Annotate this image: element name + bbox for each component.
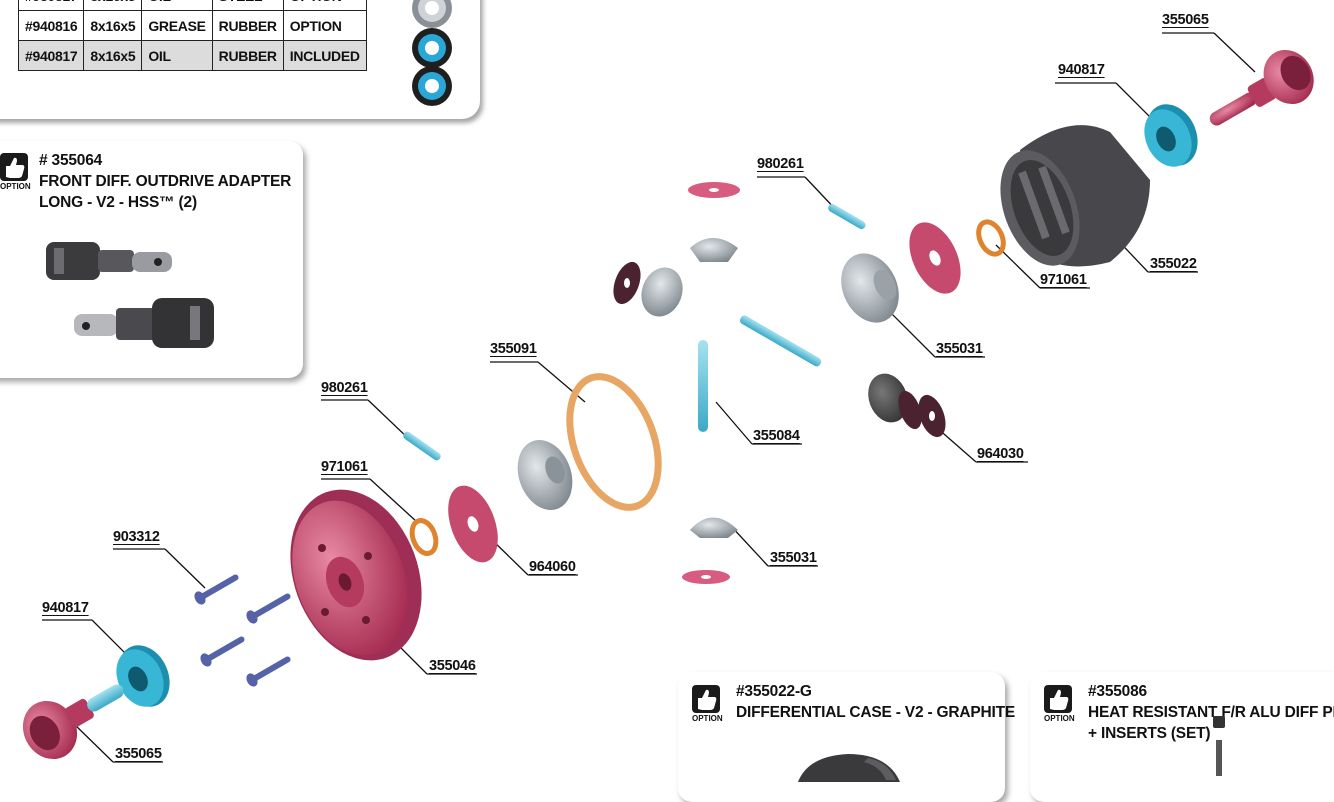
table-cell: OPTION (282, 10, 367, 41)
bearing-icons (412, 0, 452, 106)
steel-bearing-icon (412, 0, 452, 28)
outdrive-option-card: OPTION # 355064 FRONT DIFF. OUTDRIVE ADA… (0, 141, 303, 378)
leader-line (71, 721, 163, 763)
leader-line (757, 176, 839, 213)
rubber-bearing-icon (412, 66, 452, 106)
part-label: 355031 (770, 550, 817, 566)
thumbs-up-icon (692, 685, 720, 713)
leader-line (321, 478, 418, 523)
bearing-table: #930817 8x16x5 OIL STEEL OPTION #940816 … (17, 0, 367, 71)
part-label: 940817 (42, 600, 89, 616)
option-badge: OPTION (1044, 685, 1075, 723)
leader-line (715, 401, 802, 445)
leader-line (729, 524, 818, 567)
bolt (246, 656, 291, 687)
thumbs-up-icon (1044, 685, 1072, 713)
bolts (194, 574, 291, 687)
part-label: 980261 (757, 156, 804, 172)
leader-line (1055, 82, 1161, 128)
outdrive-card-text: # 355064 FRONT DIFF. OUTDRIVE ADAPTER LO… (39, 150, 291, 213)
washer-right-large (909, 222, 961, 294)
spur-gear (290, 489, 422, 661)
part-label: 971061 (1040, 272, 1087, 288)
bolt (194, 574, 239, 605)
part-label: 964060 (529, 559, 576, 575)
table-cell: OIL (141, 40, 213, 71)
part-label: 355065 (115, 746, 162, 762)
satellite-gear-bottom (690, 517, 738, 538)
leader-line (887, 309, 985, 358)
table-row: #940816 8x16x5 GREASE RUBBER OPTION (17, 10, 367, 41)
part-label: 964030 (977, 446, 1024, 462)
outdrive-adapter-upper (46, 242, 172, 280)
part-description: DIFFERENTIAL CASE - V2 - GRAPHITE (736, 704, 1016, 721)
part-description: + INSERTS (SET) (1088, 725, 1211, 742)
part-label: 940817 (1058, 62, 1105, 78)
bearing-bottom (116, 645, 170, 707)
diff-pin-card-text: #355086 HEAT RESISTANT F/R ALU DIFF PIN … (1088, 681, 1334, 744)
leader-line (42, 619, 133, 661)
part-number: #355086 (1088, 683, 1147, 700)
part-label: 355022 (1150, 256, 1197, 272)
bearing-top (1144, 104, 1198, 167)
pin-left (403, 431, 441, 461)
table-cell: #940817 (17, 40, 85, 71)
part-label: 355031 (936, 341, 983, 357)
satellite-gear-left (641, 267, 683, 317)
part-description: FRONT DIFF. OUTDRIVE ADAPTER (39, 173, 292, 190)
option-badge: OPTION (0, 153, 31, 191)
part-description: LONG - V2 - HSS™ (2) (39, 194, 197, 211)
outdrive-cup-top (1209, 49, 1314, 126)
part-label: 355091 (490, 341, 537, 357)
satellite-gear-top (690, 238, 738, 262)
part-label: 355084 (753, 428, 800, 444)
o-ring-right (976, 219, 1006, 257)
thumbs-up-icon (0, 153, 28, 181)
option-label: OPTION (1044, 714, 1075, 723)
shim-dark-right (898, 390, 922, 430)
part-label: 355046 (429, 658, 476, 674)
diff-case (1000, 125, 1150, 267)
part-label: 980261 (321, 380, 368, 396)
table-cell: #940816 (17, 10, 85, 41)
table-cell: 8x16x5 (83, 40, 143, 71)
bearing-table-panel: #930817 8x16x5 OIL STEEL OPTION #940816 … (0, 0, 480, 119)
bolt (200, 636, 245, 667)
part-label: 355065 (1162, 12, 1209, 28)
gasket (566, 373, 662, 511)
outdrive-adapter-lower (74, 298, 214, 348)
leader-line (321, 399, 411, 441)
bevel-gear-left (517, 440, 573, 510)
table-row: #940817 8x16x5 OIL RUBBER INCLUDED (17, 40, 367, 71)
part-number: #355022-G (736, 683, 812, 700)
option-badge: OPTION (692, 685, 723, 723)
exploded-diagram (22, 32, 1314, 763)
bevel-gear-right (841, 253, 899, 323)
option-label: OPTION (0, 182, 31, 191)
leader-line (1162, 32, 1256, 73)
cross-pin-short (739, 315, 822, 367)
cross-pin-long (698, 340, 708, 432)
part-number: # 355064 (39, 152, 103, 169)
pin-top (828, 204, 866, 229)
part-label: 903312 (113, 529, 160, 545)
option-label: OPTION (692, 714, 723, 723)
rubber-bearing-icon (412, 28, 452, 68)
outdrive-cup-bottom (22, 684, 124, 760)
o-ring-left (409, 518, 439, 556)
outdrive-adapter-image (46, 242, 214, 348)
leader-line (113, 548, 206, 589)
diff-pin-image (1213, 716, 1225, 776)
part-label: 971061 (321, 459, 368, 475)
bolt (246, 593, 291, 624)
satellite-gear-right (868, 373, 908, 423)
table-cell: RUBBER (211, 40, 284, 71)
diff-case-card-text: #355022-G DIFFERENTIAL CASE - V2 - GRAPH… (736, 681, 1015, 723)
washer-left-large (448, 485, 498, 563)
part-description: HEAT RESISTANT F/R ALU DIFF PIN (1088, 704, 1334, 721)
table-cell: INCLUDED (282, 40, 367, 71)
table-cell: GREASE (141, 10, 213, 41)
